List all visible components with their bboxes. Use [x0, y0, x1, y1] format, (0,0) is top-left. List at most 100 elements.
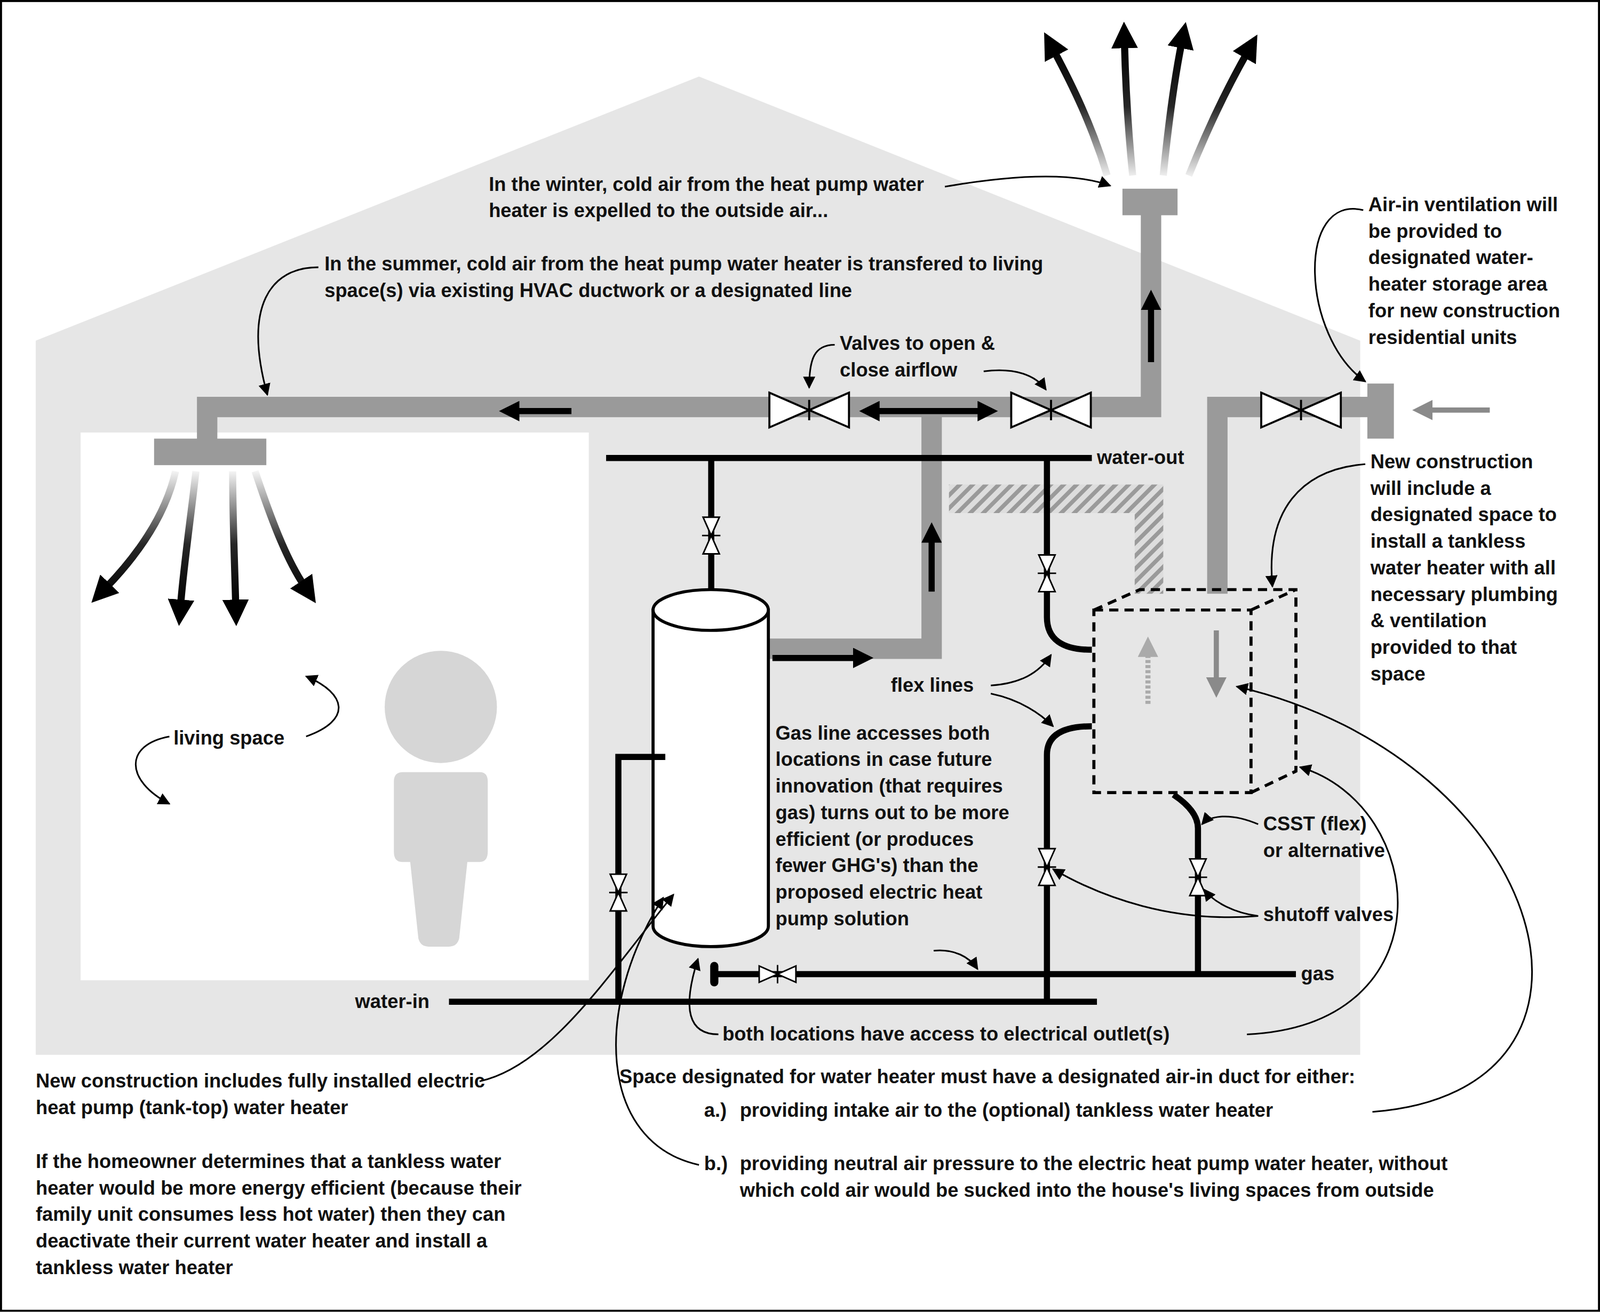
duct-valve: [1261, 392, 1302, 428]
leader-line: [1315, 209, 1366, 382]
water-in-pipe: [618, 757, 666, 1002]
duct-valve: [1011, 392, 1052, 428]
shutoff-valve: [1038, 848, 1056, 867]
leader-line: [990, 655, 1052, 686]
leader-line: [990, 694, 1054, 727]
callout-text: Space designated for water heater must h…: [619, 1064, 1356, 1092]
shutoff-valve: [1038, 573, 1056, 592]
air-in-duct: [1217, 407, 1373, 594]
callout-text: b.): [704, 1150, 728, 1178]
leader-line: [983, 370, 1047, 390]
flow-arrow: [928, 538, 935, 592]
tank-top: [653, 589, 769, 631]
flow-arrow: [772, 655, 858, 662]
inner-arrow: [1213, 630, 1220, 682]
callout-text: shutoff valves: [1263, 902, 1394, 929]
gas-pipe: [714, 971, 1296, 978]
tankless-space: [1093, 589, 1296, 793]
gas-cap: [710, 966, 719, 983]
intake-arrow: [1428, 407, 1491, 413]
shutoff-valve: [610, 893, 627, 912]
valve-handle: [776, 965, 779, 984]
exhaust-arrow: [1124, 42, 1133, 176]
diffuser: [154, 438, 267, 466]
duct-valve: [1301, 392, 1342, 428]
exhaust-arrow: [1188, 52, 1247, 176]
leader-line: [479, 894, 674, 1082]
callout-text: In the winter, cold air from the heat pu…: [488, 171, 969, 225]
exhaust-arrow: [1163, 42, 1182, 176]
supply-arrow: [255, 471, 305, 586]
leader-line: [1271, 464, 1366, 587]
flow-arrow: [1148, 306, 1154, 363]
shutoff-valve: [1038, 554, 1056, 573]
leader-line: [1236, 686, 1532, 1113]
callout-text: a.): [704, 1097, 727, 1125]
valve-handle: [1037, 572, 1056, 575]
leader-line: [933, 950, 978, 970]
supply-arrow: [180, 471, 197, 606]
callout-text: Air-in ventilation will be provided to d…: [1368, 192, 1565, 352]
callout-text: CSST (flex) or alternative: [1263, 811, 1415, 865]
shutoff-valve: [759, 966, 778, 983]
callout-text: water-out: [1096, 444, 1185, 472]
exhaust-cap: [1122, 188, 1178, 216]
house-outline: [35, 76, 1361, 1055]
leader-line: [1204, 889, 1259, 917]
callout-text: New construction will include a designat…: [1370, 449, 1569, 689]
callout-text: Gas line accesses both locations in case…: [775, 720, 1026, 933]
leader-line: [809, 344, 835, 388]
leader-line: [616, 897, 700, 1166]
callout-text: If the homeowner determines that a tankl…: [35, 1149, 552, 1283]
shutoff-valve: [703, 517, 720, 536]
flow-arrow: [875, 408, 982, 415]
shutoff-valve: [1038, 867, 1056, 886]
supply-arrow: [232, 471, 236, 606]
callout-text: providing neutral air pressure to the el…: [739, 1150, 1501, 1204]
person-body: [393, 772, 488, 947]
leader-line: [689, 959, 719, 1036]
area-label: living space: [173, 725, 285, 753]
leader-line: [1246, 767, 1398, 1035]
valve-handle: [702, 535, 721, 537]
living-space-box: living space: [80, 432, 589, 981]
living-space-area: [80, 432, 589, 981]
valve-handle: [1037, 866, 1056, 869]
callout-text: Valves to open & close airflow: [839, 330, 1034, 384]
flow-arrow: [515, 408, 572, 415]
shutoff-valve: [1189, 858, 1207, 878]
tank-body: [653, 610, 769, 947]
leader-line: [306, 676, 339, 737]
duct-valve-stem: [1049, 400, 1053, 421]
shutoff-valve: [703, 535, 720, 554]
valve-handle: [1188, 876, 1207, 879]
callout-text: providing intake air to the (optional) t…: [739, 1097, 1274, 1125]
shutoff-valve: [610, 874, 627, 893]
callout-text: water-in: [355, 988, 430, 1016]
callout-text: both locations have access to electrical…: [722, 1021, 1170, 1049]
valve-handle: [609, 892, 628, 894]
inner-arrow: [1145, 653, 1151, 705]
shutoff-valve: [777, 966, 796, 983]
tee-duct: [768, 407, 932, 649]
leader-line: [1202, 816, 1259, 825]
flex-line: [1046, 458, 1092, 651]
water-in-pipe: [449, 998, 1098, 1005]
leader-line: [135, 736, 170, 805]
person-head: [384, 650, 497, 763]
exhaust-arrow: [1054, 51, 1108, 176]
tankless-space: [1093, 610, 1252, 793]
duct-valve: [1051, 392, 1092, 428]
duct-valve-stem: [1300, 400, 1303, 421]
duct-valve: [769, 392, 810, 428]
duct-valve: [809, 392, 850, 428]
intake-cap: [1367, 383, 1395, 439]
leader-line: [1053, 869, 1259, 918]
leader-line: [944, 176, 1111, 187]
flex-line: [1046, 726, 1092, 1002]
water-out-pipe: [606, 455, 1092, 461]
supply-arrow: [106, 471, 176, 588]
